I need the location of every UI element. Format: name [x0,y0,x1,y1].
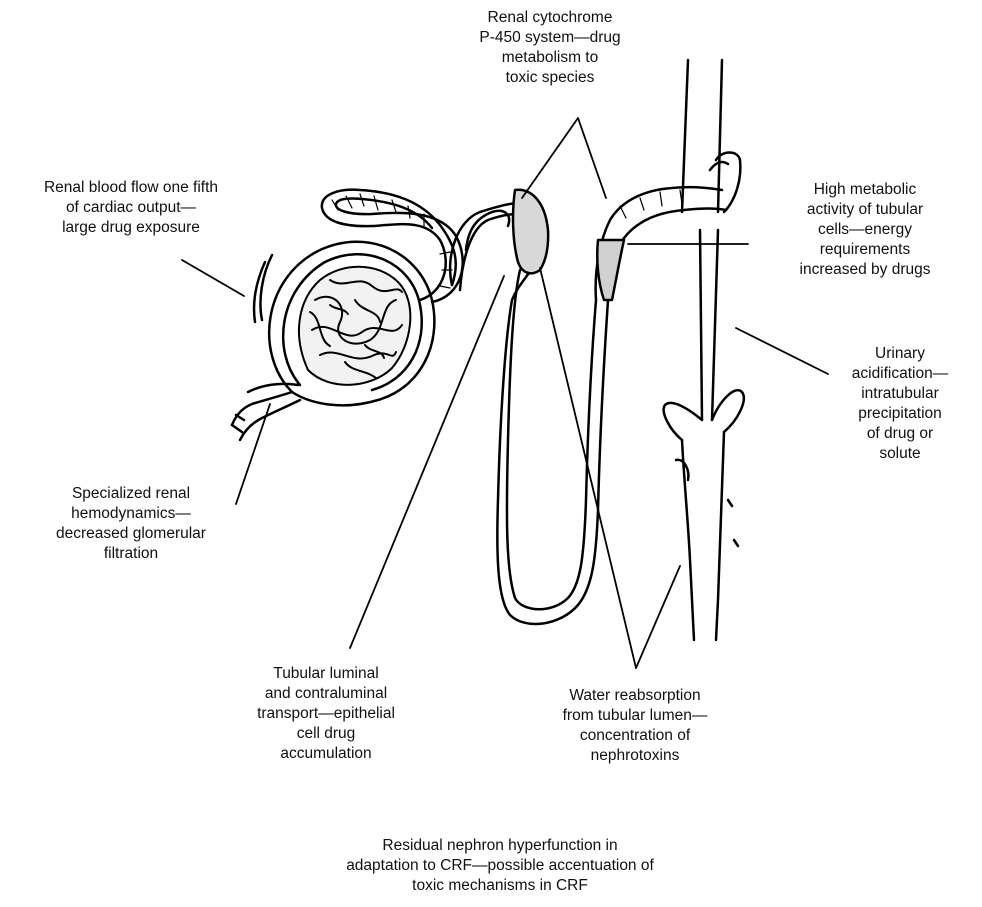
label-line: intratubular [822,384,978,404]
label-residual: Residual nephron hyperfunction in adapta… [290,836,710,896]
label-line: Specialized renal [12,484,250,504]
label-hemodynamics: Specialized renal hemodynamics— decrease… [12,484,250,564]
label-line: Water reabsorption [520,686,750,706]
label-line: toxic species [435,68,665,88]
label-line: Renal cytochrome [435,8,665,28]
label-line: acidification— [822,364,978,384]
label-line: filtration [12,544,250,564]
label-line: solute [822,444,978,464]
label-blood-flow: Renal blood flow one fifth of cardiac ou… [0,178,262,238]
label-water: Water reabsorption from tubular lumen— c… [520,686,750,766]
label-line: activity of tubular [752,200,978,220]
label-line: cell drug [222,724,430,744]
label-line: of drug or [822,424,978,444]
label-line: Renal blood flow one fifth [0,178,262,198]
label-line: accumulation [222,744,430,764]
label-line: hemodynamics— [12,504,250,524]
label-line: toxic mechanisms in CRF [290,876,710,896]
label-line: increased by drugs [752,260,978,280]
arterioles [232,255,300,440]
label-metabolic: High metabolic activity of tubular cells… [752,180,978,280]
label-line: cells—energy [752,220,978,240]
label-line: of cardiac output— [0,198,262,218]
label-line: Tubular luminal [222,664,430,684]
label-line: adaptation to CRF—possible accentuation … [290,856,710,876]
label-line: from tubular lumen— [520,706,750,726]
label-line: Residual nephron hyperfunction in [290,836,710,856]
collecting-duct [664,60,744,640]
label-line: precipitation [822,404,978,424]
loop-of-henle [497,190,608,624]
label-cytochrome: Renal cytochrome P-450 system—drug metab… [435,8,665,88]
label-line: concentration of [520,726,750,746]
label-acidification: Urinary acidification— intratubular prec… [822,344,978,464]
label-line: P-450 system—drug [435,28,665,48]
glomerulus [299,267,410,385]
label-line: requirements [752,240,978,260]
label-line: decreased glomerular [12,524,250,544]
label-line: High metabolic [752,180,978,200]
label-line: and contraluminal [222,684,430,704]
label-line: nephrotoxins [520,746,750,766]
label-line: transport—epithelial [222,704,430,724]
label-line: large drug exposure [0,218,262,238]
label-line: metabolism to [435,48,665,68]
label-transport: Tubular luminal and contraluminal transp… [222,664,430,764]
label-line: Urinary [822,344,978,364]
